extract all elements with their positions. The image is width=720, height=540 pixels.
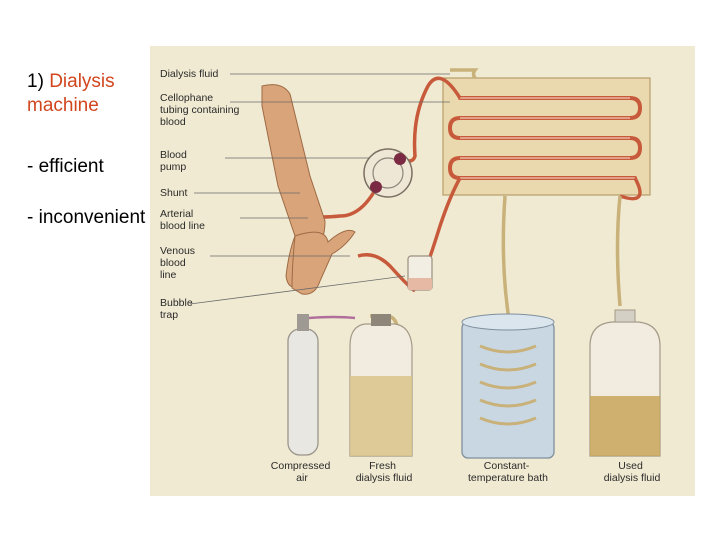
constant-temperature-bath [462, 314, 554, 458]
label-dialysis-fluid: Dialysis fluid [160, 68, 219, 80]
fresh-fluid-bottle [350, 314, 412, 456]
bullet-inconvenient: - inconvenient [27, 206, 145, 230]
slide-heading: 1) Dialysis machine [27, 70, 152, 118]
bubble-trap [408, 256, 432, 290]
blood-pump [364, 149, 412, 197]
heading-number: 1) [27, 71, 44, 92]
label-shunt: Shunt [160, 187, 188, 199]
label-blood-pump: Blood pump [160, 149, 190, 173]
used-fluid-bottle [590, 310, 660, 456]
dialysis-machine-diagram: Dialysis fluid Cellophane tubing contain… [150, 46, 695, 496]
bullet-efficient: - efficient [27, 155, 104, 179]
